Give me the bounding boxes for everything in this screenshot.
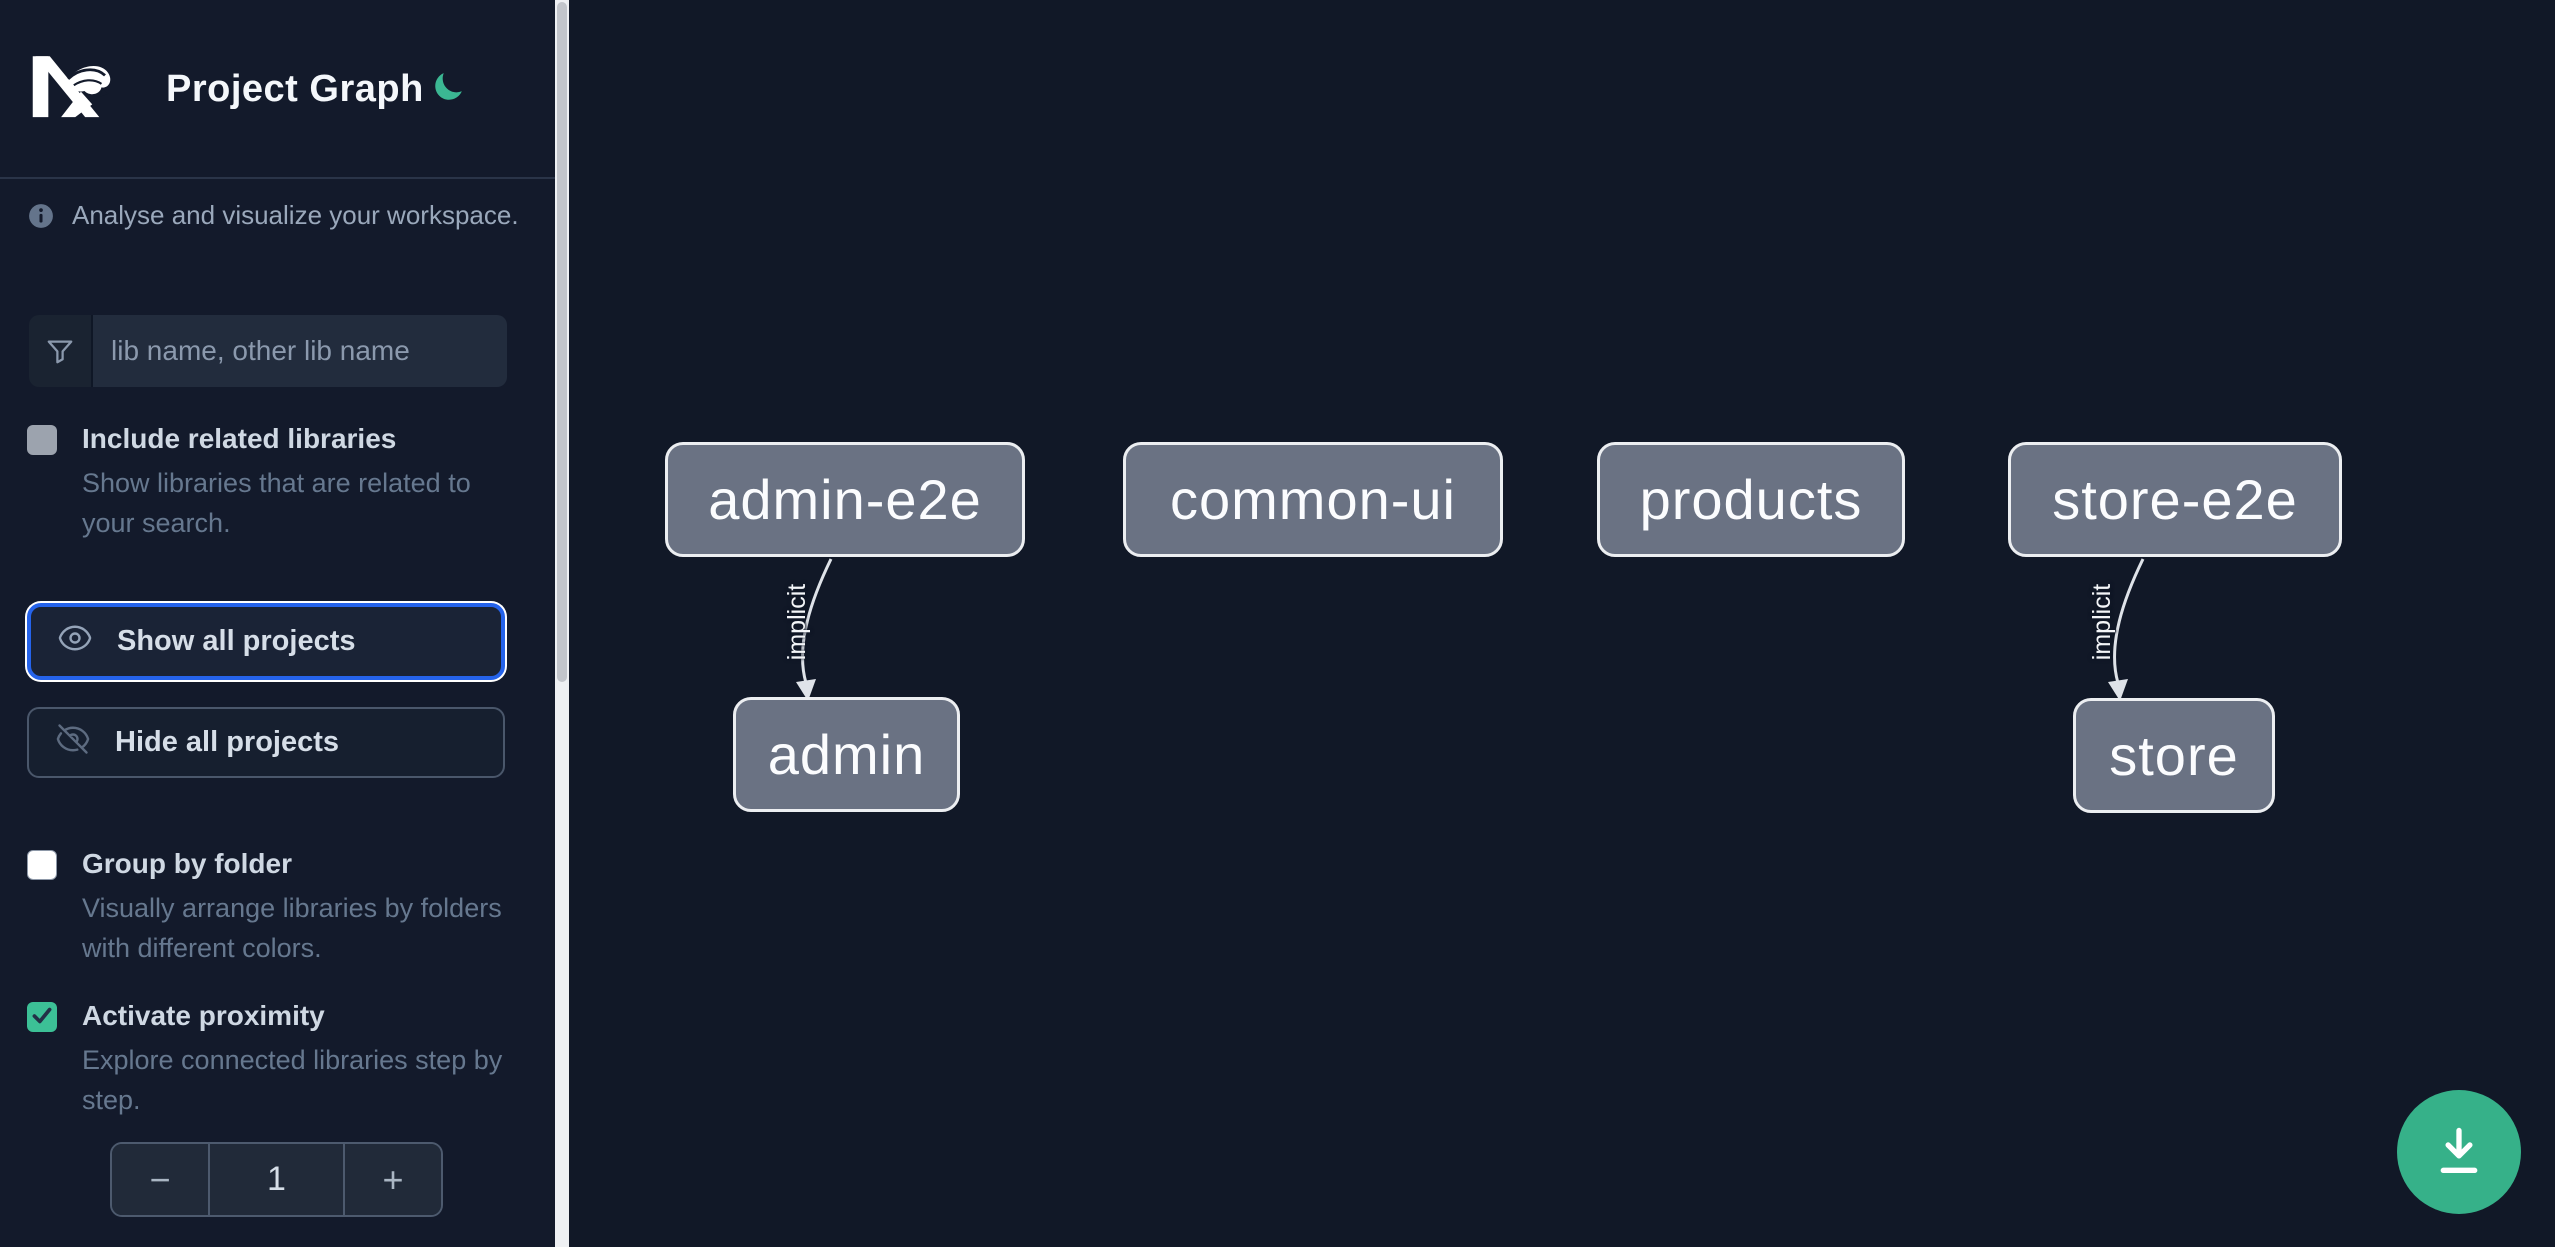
- edges-layer: [796, 558, 2145, 701]
- graph-node[interactable]: store-e2e: [2008, 442, 2342, 557]
- search-input[interactable]: [93, 315, 507, 387]
- header-divider: [0, 177, 556, 179]
- arrowhead-icon: [796, 679, 816, 701]
- graph-node[interactable]: products: [1597, 442, 1905, 557]
- group-by-folder-checkbox[interactable]: [27, 850, 57, 880]
- proximity-increment-button[interactable]: +: [345, 1144, 441, 1215]
- theme-toggle-button[interactable]: [430, 70, 466, 106]
- download-graph-button[interactable]: [2397, 1090, 2521, 1214]
- eye-off-icon: [55, 721, 91, 765]
- info-text: Analyse and visualize your workspace.: [72, 200, 519, 230]
- show-all-projects-label: Show all projects: [117, 625, 356, 657]
- edge-label: implicit: [783, 583, 811, 661]
- sidebar: Project Graph Analyse and visualize your…: [0, 0, 569, 1247]
- proximity-depth-stepper: − 1 +: [110, 1142, 443, 1217]
- edge-store-e2e-to-store: [2113, 558, 2145, 684]
- activate-proximity-checkbox[interactable]: [27, 1002, 57, 1032]
- info-icon: [28, 203, 54, 229]
- hide-all-projects-button[interactable]: Hide all projects: [27, 707, 505, 778]
- info-row: Analyse and visualize your workspace.: [28, 200, 519, 231]
- include-related-label: Include related libraries: [82, 423, 397, 454]
- activate-proximity-description: Explore connected libraries step by step…: [82, 1045, 503, 1115]
- moon-icon: [431, 73, 465, 107]
- proximity-decrement-button[interactable]: −: [112, 1144, 208, 1215]
- group-by-folder-label: Group by folder: [82, 848, 292, 879]
- graph-node[interactable]: admin-e2e: [665, 442, 1025, 557]
- proximity-depth-value: 1: [208, 1144, 345, 1215]
- arrowhead-icon: [2108, 679, 2128, 701]
- search-box: [29, 315, 507, 387]
- eye-icon: [57, 620, 93, 664]
- activate-proximity-label: Activate proximity: [82, 1000, 325, 1031]
- page-title: Project Graph: [166, 67, 424, 110]
- show-all-projects-button[interactable]: Show all projects: [27, 603, 505, 680]
- filter-funnel-icon: [29, 315, 93, 387]
- group-by-folder-description: Visually arrange libraries by folders wi…: [82, 893, 502, 963]
- graph-canvas[interactable]: admin-e2e common-ui products store-e2e a…: [569, 0, 2555, 1247]
- sidebar-scrollbar-thumb[interactable]: [557, 2, 567, 682]
- checkmark-icon: [29, 1002, 55, 1033]
- hide-all-projects-label: Hide all projects: [115, 726, 340, 758]
- include-related-description: Show libraries that are related to your …: [82, 468, 471, 538]
- graph-node[interactable]: admin: [733, 697, 960, 812]
- graph-node[interactable]: common-ui: [1123, 442, 1503, 557]
- edge-admin-e2e-to-admin: [801, 558, 833, 684]
- graph-node[interactable]: store: [2073, 698, 2275, 813]
- download-icon: [2430, 1122, 2488, 1183]
- edge-label: implicit: [2088, 583, 2116, 661]
- include-related-checkbox[interactable]: [27, 425, 57, 455]
- nx-logo: [24, 52, 118, 120]
